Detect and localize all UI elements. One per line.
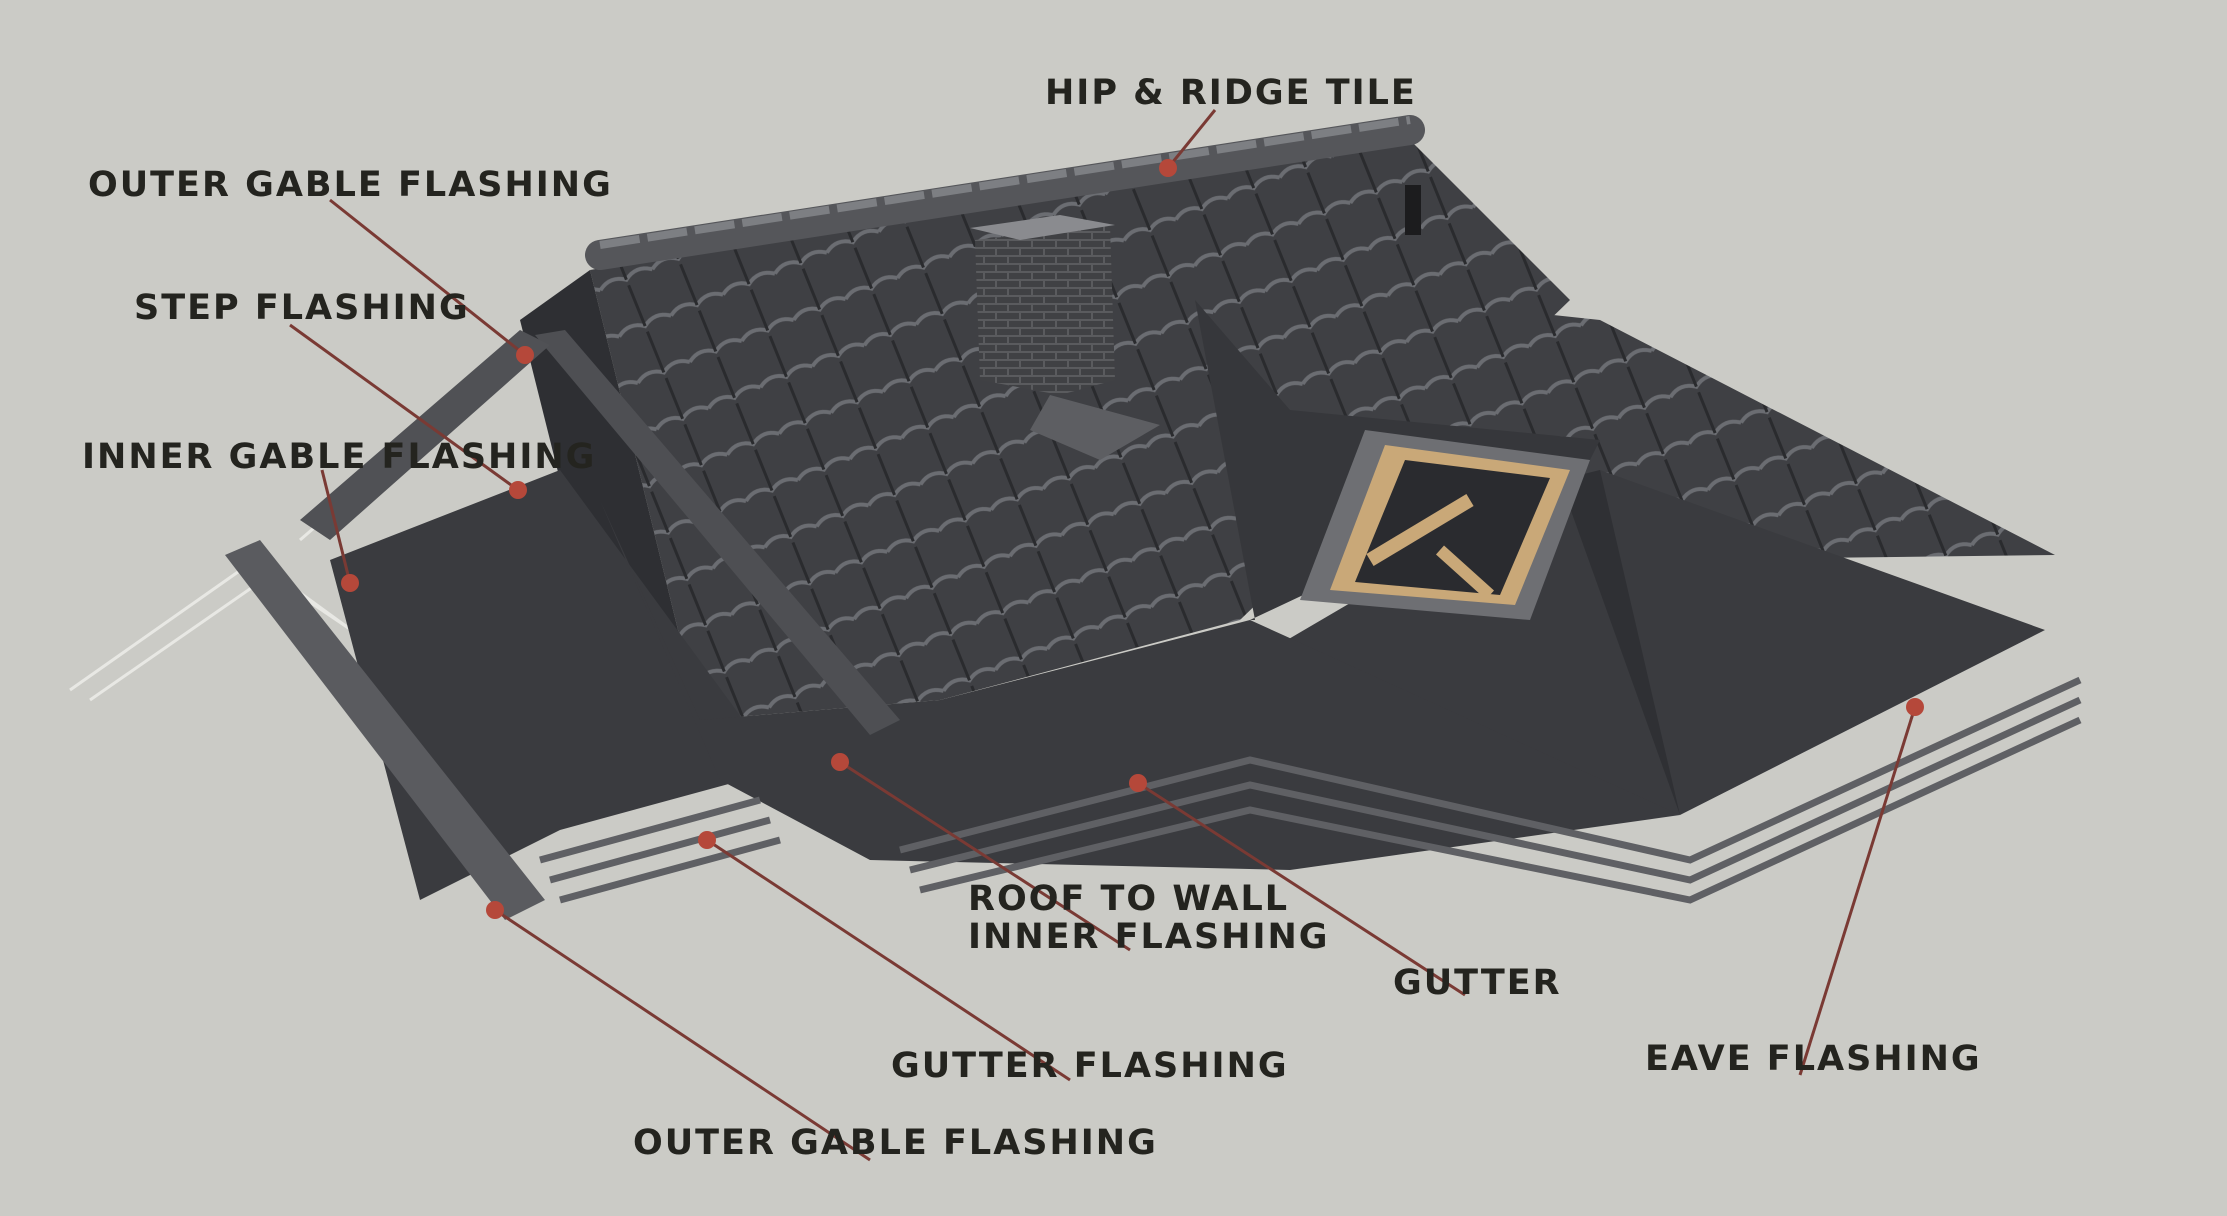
label-hip-ridge-tile: HIP & RIDGE TILE bbox=[1045, 73, 1417, 113]
label-outer-gable-flashing-top: OUTER GABLE FLASHING bbox=[88, 165, 613, 205]
leader-lines bbox=[289, 109, 1917, 1162]
label-gutter-flashing: GUTTER FLASHING bbox=[891, 1046, 1289, 1086]
skylight bbox=[1300, 430, 1590, 620]
label-outer-gable-flashing-bottom: OUTER GABLE FLASHING bbox=[633, 1123, 1158, 1163]
chimney bbox=[970, 215, 1160, 460]
label-inner-gable-flashing: INNER GABLE FLASHING bbox=[82, 437, 597, 477]
label-eave-flashing: EAVE FLASHING bbox=[1645, 1039, 1982, 1079]
label-gutter: GUTTER bbox=[1393, 963, 1562, 1003]
inner-flat-plane bbox=[600, 500, 1680, 870]
outer-gable-strip bbox=[225, 540, 545, 920]
label-roof-to-wall-inner-flashing: ROOF TO WALL INNER FLASHING bbox=[968, 880, 1330, 956]
gutter-layers bbox=[539, 676, 2082, 904]
right-roof-plane bbox=[1180, 275, 2055, 560]
label-roof-to-wall-line1: ROOF TO WALL bbox=[968, 879, 1290, 919]
inner-gable-strip bbox=[300, 330, 550, 540]
ridge-tiles bbox=[585, 115, 1425, 270]
label-roof-to-wall-line2: INNER FLASHING bbox=[968, 917, 1330, 957]
step-flashing-strip bbox=[535, 330, 900, 735]
marker-dots bbox=[341, 159, 1924, 919]
label-step-flashing: STEP FLASHING bbox=[134, 288, 470, 328]
